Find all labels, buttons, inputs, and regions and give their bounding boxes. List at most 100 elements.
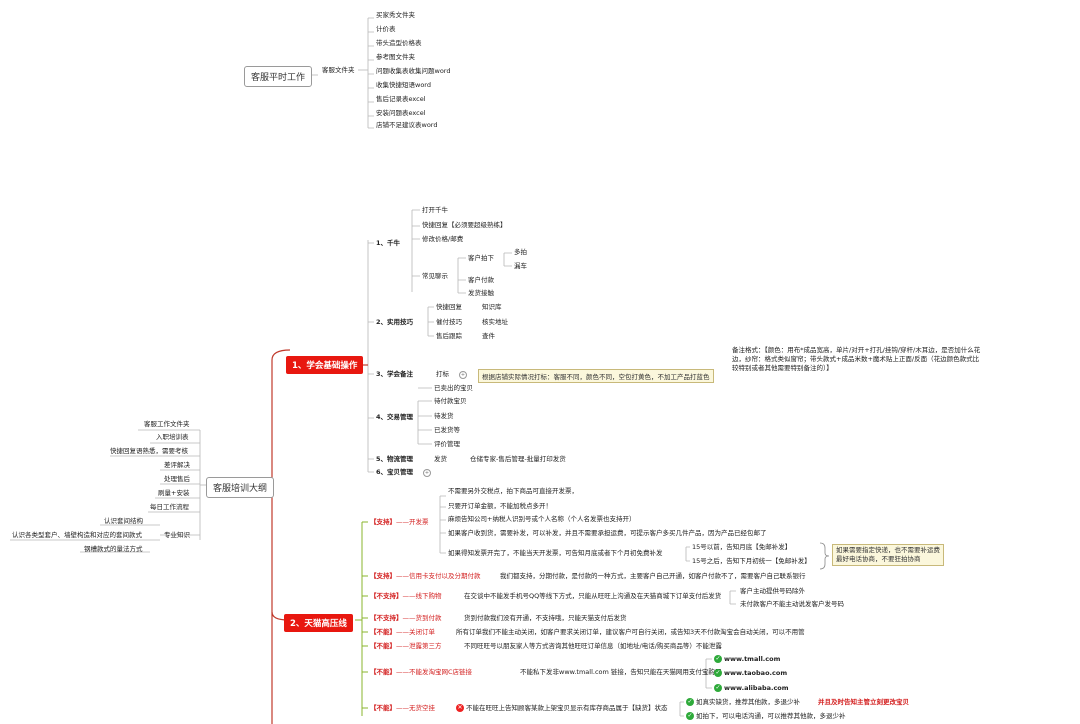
training-subitem[interactable]: 钢槽款式的量法方式 [84,545,143,553]
invoice-subitem: 15号之后，告知下月初统一【免邮补发】 [692,557,811,565]
tip-item[interactable]: 快捷回复 [436,303,462,311]
invoice-item: 麻烦告知公司+纳税人识别号或个人名称（个人名发票也支持开） [448,515,636,523]
third-party-desc: 不同旺旺号以朋友家人等方式咨询其他旺旺订单信息（如地址/电话/购买商品等）不能泄… [464,642,722,650]
tip-item[interactable]: 催付技巧 [436,318,462,326]
invoice-subitem: 15号以前，告知月底【免邮补发】 [692,543,792,551]
check-icon: ✓ [714,669,722,677]
offline-subitem: 未付款客户不能主动说发客户发号码 [740,600,844,608]
expand-icon[interactable]: + [423,469,431,477]
trade-item[interactable]: 评价管理 [434,440,460,448]
check-icon: ✓ [686,698,694,706]
offline-desc: 在交谈中不能发手机号QQ等线下方式，只能从旺旺上沟通及在天猫商城下订单支付后发货 [464,592,722,600]
training-subitem[interactable]: 认识套间结构 [104,517,143,525]
tip-subitem[interactable]: 核实地址 [482,318,508,326]
invoice-note: 如果需要指定快递，也不需要补运费最好电话协商，不要狂拍协商 [832,544,944,566]
tip-item[interactable]: 售后跟踪 [436,332,462,340]
training-item[interactable]: 客服工作文件夹 [144,420,190,428]
invoice-item: 如果得知发票开完了，不能当天开发票，可告知月底或者下个月初免费补发 [448,549,663,557]
topic-cod[interactable]: ——货到付款 [402,614,442,622]
qianniu-customer-paid[interactable]: 客户付款 [468,276,494,284]
cod-desc: 货到付款我们没有开通，不支持哦，只能天猫支付后发货 [464,614,627,622]
training-item[interactable]: 差评解决 [164,461,190,469]
check-icon: ✓ [686,712,694,720]
logistics-ship[interactable]: 发货 [434,455,447,463]
folder-item[interactable]: 售后记录表excel [376,95,426,103]
topic-out-of-stock[interactable]: ——无货空挂 [396,704,435,712]
training-item[interactable]: 快捷回复语熟悉，需要考核 [110,447,188,455]
logistics-desc: 仓储专家-售后管理-批量打印发货 [470,455,566,463]
topic-tmall-redlines[interactable]: 2、天猫高压线 [284,614,353,632]
training-item[interactable]: 入职培训表 [156,433,189,441]
trade-item[interactable]: 已发货等 [434,426,460,434]
invoice-item: 如果客户收到货，需要补发，可以补发，并且不需要承担运费，可提示客户多买几件产品，… [448,529,767,537]
root-training-outline[interactable]: 客服培训大纲 [206,477,275,498]
qianniu-item[interactable]: 打开千牛 [422,206,448,214]
product-label[interactable]: 6、宝贝管理 [376,468,414,476]
tag-unsupported: 【不支持】 [370,614,403,622]
qianniu-missing[interactable]: 漏车 [514,262,527,270]
close-order-desc: 所有订单我们不能主动关闭，如客户要求关闭订单，建议客户可自行关闭，或告知3天不付… [456,628,805,636]
cshop-desc: 不能私下发非www.tmall.com 链接，告知只能在天猫网用支付宝购买 [520,668,722,676]
check-icon: ✓ [714,684,722,692]
invoice-item: 只要开订单金额，不能加税点多开！ [448,502,552,510]
folder-item[interactable]: 参考图文件夹 [376,53,415,61]
qianniu-item[interactable]: 修改价格/邮费 [422,235,464,243]
flag-label[interactable]: 打标 [436,370,449,378]
link-alibaba[interactable]: www.alibaba.com [724,684,789,692]
root-daily-work[interactable]: 客服平时工作 [244,66,313,87]
expand-icon[interactable]: + [459,371,467,379]
qianniu-multi-order[interactable]: 多拍 [514,248,527,256]
trade-item[interactable]: 待发货 [434,412,454,420]
qianniu-shipping[interactable]: 发货接触 [468,289,494,297]
training-item[interactable]: 刷量+安装 [158,489,190,497]
folder-item[interactable]: 问题收集表收集问题word [376,67,451,75]
cross-icon: ✕ [456,704,464,712]
folder-item[interactable]: 买家秀文件夹 [376,11,415,19]
tag-cannot: 【不能】 [370,704,396,712]
branch-cs-folder[interactable]: 客服文件夹 [322,66,355,74]
training-item-professional[interactable]: 专业知识 [164,531,190,539]
tip-subitem[interactable]: 知识库 [482,303,502,311]
trade-item[interactable]: 待付款宝贝 [434,397,467,405]
trade-label[interactable]: 4、交易管理 [376,413,414,421]
qianniu-customer-ordered[interactable]: 客户拍下 [468,254,494,262]
tag-cannot: 【不能】 [370,668,396,676]
out-of-stock-desc: 不能在旺旺上告知顾客某款上架宝贝显示有库存商品属于【缺货】状态 [466,704,668,712]
training-item[interactable]: 处理售后 [164,475,190,483]
qianniu-label[interactable]: 1、千牛 [376,239,401,247]
folder-item[interactable]: 安装问题表excel [376,109,426,117]
topic-basic-operations[interactable]: 1、学会基础操作 [286,356,364,374]
trade-item[interactable]: 已卖出的宝贝 [434,384,473,392]
topic-credit[interactable]: ——信用卡支付以及分期付款 [396,572,481,580]
out-of-stock-sub: 如真实缺货，推荐其他款，多退少补 [696,698,800,706]
qianniu-common-cases[interactable]: 常见聊示 [422,272,448,280]
folder-item[interactable]: 计价表 [376,25,396,33]
link-tmall[interactable]: www.tmall.com [724,655,781,663]
folder-item[interactable]: 带头造型价格表 [376,39,422,47]
tag-support: 【支持】 [370,518,396,526]
check-icon: ✓ [714,655,722,663]
flag-note: 根据店铺实际情况打标：客服不同，颜色不同，空包打黄色，不加工产品打蓝色 [478,369,714,383]
tag-support: 【支持】 [370,572,396,580]
out-of-stock-sub: 如拍下，可以电话沟通，可以推荐其他款，多退少补 [696,712,846,720]
topic-invoice[interactable]: ——开发票 [396,518,429,526]
tag-unsupported: 【不支持】 [370,592,403,600]
tips-label[interactable]: 2、实用技巧 [376,318,414,326]
tag-cannot: 【不能】 [370,628,396,636]
folder-item[interactable]: 收集快捷短语word [376,81,431,89]
topic-cshop-link[interactable]: ——不能发淘宝网C店链接 [396,668,473,676]
topic-leak-third-party[interactable]: ——泄露第三方 [396,642,442,650]
offline-subitem: 客户主动提供号码除外 [740,587,805,595]
qianniu-item[interactable]: 快捷回复【必须要超级熟练】 [422,221,507,229]
invoice-item: 不需要另外交税点，拍下商品可直接开发票， [448,487,578,495]
topic-offline[interactable]: ——线下购物 [402,592,442,600]
logistics-label[interactable]: 5、物流管理 [376,455,414,463]
topic-close-order[interactable]: ——关闭订单 [396,628,435,636]
training-subitem[interactable]: 认识各类型套户、墙壁构造和对应的套间款式 [12,531,142,539]
link-taobao[interactable]: www.taobao.com [724,669,788,677]
remark-label[interactable]: 3、学会备注 [376,370,414,378]
training-item[interactable]: 每日工作流程 [150,503,189,511]
folder-item[interactable]: 店铺不足建议表word [376,121,438,129]
tip-subitem[interactable]: 查件 [482,332,495,340]
